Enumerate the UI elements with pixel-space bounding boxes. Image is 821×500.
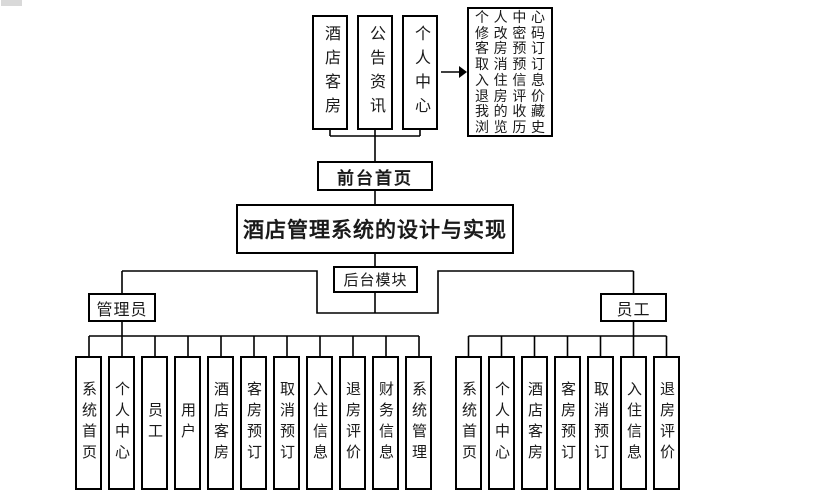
admin-module-box: 取消预订 xyxy=(273,356,300,490)
admin-module-label: 入住信息 xyxy=(311,381,327,465)
front-module-box: 公告资讯 xyxy=(357,15,393,130)
admin-modules-row: 系统首页 个人中心 员工 用户 酒店客房 客房预订 取消预订 入住信息 退房评价… xyxy=(75,356,432,490)
staff-module-label: 取消预订 xyxy=(592,381,608,465)
front-module-label: 个人中心 xyxy=(412,24,429,121)
front-home-box: 前台首页 xyxy=(317,161,433,191)
admin-module-box: 系统首页 xyxy=(75,356,102,490)
staff-module-label: 酒店客房 xyxy=(526,381,542,465)
admin-module-label: 客房预订 xyxy=(245,381,261,465)
staff-module-box: 退房评价 xyxy=(653,356,680,490)
personal-center-menu-item: 浏览历史 xyxy=(475,120,545,136)
arrow-head xyxy=(459,66,467,78)
admin-module-label: 退房评价 xyxy=(344,381,360,465)
admin-role-box: 管理员 xyxy=(88,293,156,322)
admin-module-label: 个人中心 xyxy=(113,381,129,465)
staff-module-box: 入住信息 xyxy=(620,356,647,490)
screenshot-artifact xyxy=(1,0,22,6)
admin-module-label: 员工 xyxy=(146,402,162,444)
admin-module-label: 用户 xyxy=(179,402,195,444)
admin-module-box: 退房评价 xyxy=(339,356,366,490)
staff-module-label: 入住信息 xyxy=(625,381,641,465)
personal-center-menu-item: 取消预订 xyxy=(475,58,545,74)
front-module-box: 酒店客房 xyxy=(312,15,348,130)
staff-module-label: 个人中心 xyxy=(493,381,509,465)
admin-module-label: 系统管理 xyxy=(410,381,426,465)
admin-module-box: 个人中心 xyxy=(108,356,135,490)
staff-module-label: 退房评价 xyxy=(658,381,674,465)
main-title-box: 酒店管理系统的设计与实现 xyxy=(236,204,514,254)
admin-module-box: 财务信息 xyxy=(372,356,399,490)
admin-module-label: 取消预订 xyxy=(278,381,294,465)
admin-module-label: 财务信息 xyxy=(377,381,393,465)
staff-role-box: 员工 xyxy=(600,293,667,322)
admin-module-box: 员工 xyxy=(141,356,168,490)
admin-module-box: 入住信息 xyxy=(306,356,333,490)
staff-module-box: 系统首页 xyxy=(455,356,482,490)
front-module-label: 公告资讯 xyxy=(367,24,384,121)
personal-center-menu-item: 修改密码 xyxy=(475,26,545,42)
staff-module-label: 客房预订 xyxy=(559,381,575,465)
admin-module-box: 酒店客房 xyxy=(207,356,234,490)
personal-center-menu-item: 退房评价 xyxy=(475,89,545,105)
front-module-box: 个人中心 xyxy=(402,15,438,130)
staff-module-box: 取消预订 xyxy=(587,356,614,490)
admin-module-box: 用户 xyxy=(174,356,201,490)
front-module-label: 酒店客房 xyxy=(322,24,339,121)
personal-center-menu-item: 入住信息 xyxy=(475,73,545,89)
personal-center-menu-box: 个人中心修改密码客房预订取消预订入住信息退房评价我的收藏浏览历史 xyxy=(467,7,553,137)
staff-module-box: 客房预订 xyxy=(554,356,581,490)
admin-module-box: 系统管理 xyxy=(405,356,432,490)
personal-center-menu-item: 客房预订 xyxy=(475,42,545,58)
personal-center-menu-item: 个人中心 xyxy=(475,11,545,26)
staff-module-label: 系统首页 xyxy=(460,381,476,465)
staff-modules-row: 系统首页 个人中心 酒店客房 客房预订 取消预订 入住信息 退房评价 xyxy=(455,356,680,490)
staff-module-box: 个人中心 xyxy=(488,356,515,490)
front-modules-row: 酒店客房 公告资讯 个人中心 xyxy=(312,15,438,130)
admin-module-box: 客房预订 xyxy=(240,356,267,490)
personal-center-menu-item: 我的收藏 xyxy=(475,105,545,121)
backend-module-box: 后台模块 xyxy=(333,266,418,293)
staff-module-box: 酒店客房 xyxy=(521,356,548,490)
admin-module-label: 酒店客房 xyxy=(212,381,228,465)
admin-module-label: 系统首页 xyxy=(80,381,96,465)
